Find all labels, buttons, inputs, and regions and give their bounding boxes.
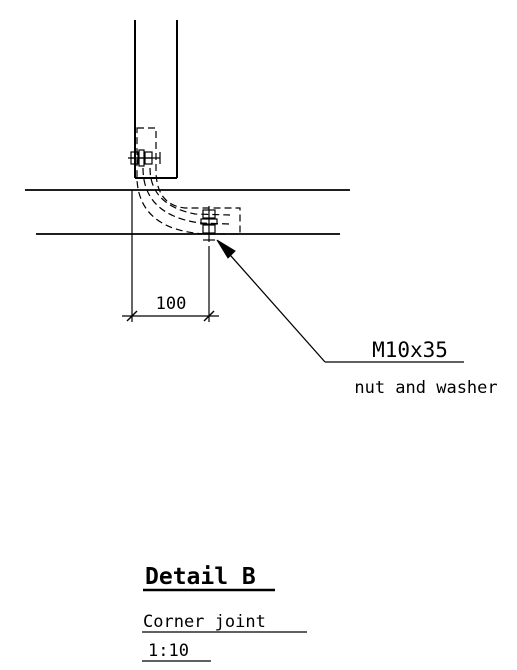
- bolt-callout: M10x35 nut and washer: [216, 239, 498, 398]
- lower-bolt: [200, 206, 218, 242]
- dimension-100: 100: [122, 190, 219, 322]
- callout-note: nut and washer: [354, 378, 497, 398]
- detail-subtitle: Corner joint: [143, 612, 266, 632]
- dimension-value: 100: [156, 294, 187, 314]
- leader-arrowhead: [216, 239, 236, 259]
- horizontal-beam: [25, 189, 350, 235]
- title-block: Detail B Corner joint 1:10: [142, 564, 307, 662]
- hidden-corner-bracket: [136, 127, 241, 235]
- detail-title: Detail B: [145, 564, 256, 590]
- callout-spec: M10x35: [372, 338, 448, 362]
- detail-scale: 1:10: [148, 641, 189, 661]
- upper-bolt: [128, 149, 161, 167]
